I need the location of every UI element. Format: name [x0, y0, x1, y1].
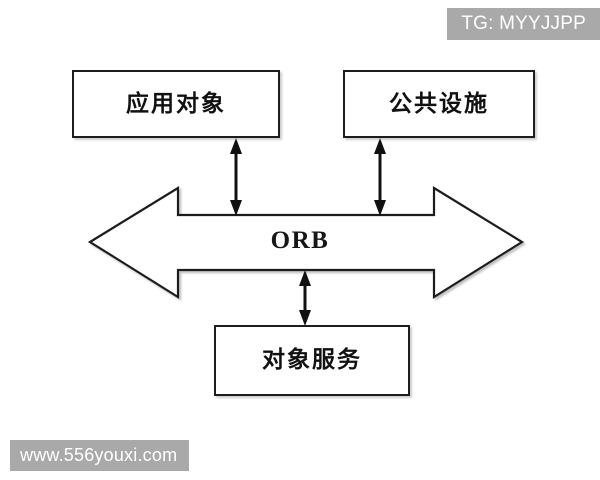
node-object-services-label: 对象服务: [262, 347, 362, 373]
telegram-watermark: TG: MYYJJPP: [447, 8, 600, 40]
connector-app-to-orb: [230, 138, 242, 216]
orb-bidirectional-arrow-shape: [87, 186, 525, 299]
site-watermark: www.556youxi.com: [10, 440, 190, 471]
node-object-services[interactable]: 对象服务: [214, 325, 410, 396]
connector-orb-to-service: [299, 270, 311, 326]
node-application-object-label: 应用对象: [126, 90, 226, 117]
node-application-object[interactable]: 应用对象: [72, 70, 280, 138]
orb-label: ORB: [270, 227, 330, 254]
connector-facility-to-orb: [374, 138, 386, 216]
node-common-facilities[interactable]: 公共设施: [343, 70, 535, 138]
node-common-facilities-label: 公共设施: [389, 90, 489, 117]
